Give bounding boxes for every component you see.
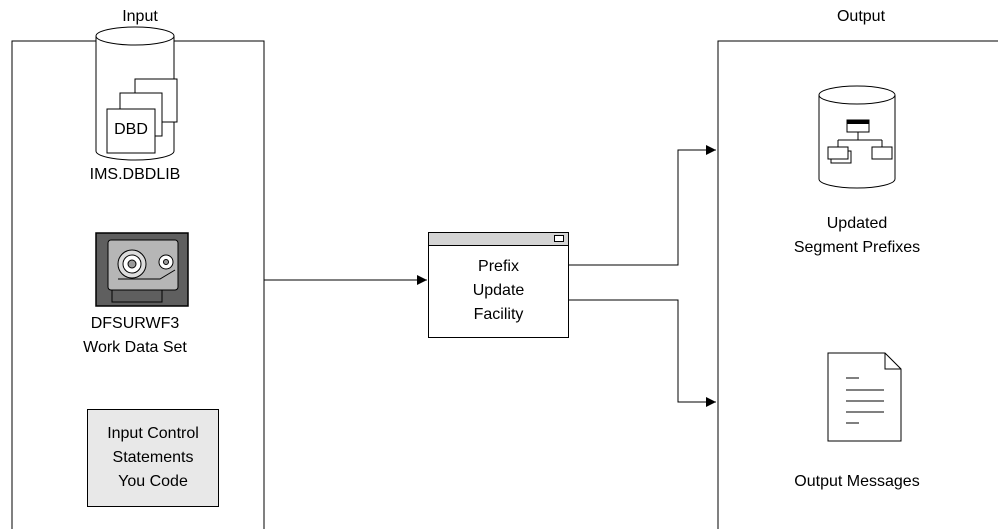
work-dataset-label-line-2: Work Data Set <box>83 339 187 356</box>
output-panel <box>717 40 998 529</box>
control-line-3: You Code <box>118 473 188 490</box>
messages-label: Output Messages <box>794 473 920 490</box>
control-line-1: Input Control <box>107 425 199 442</box>
input-title: Input <box>122 8 158 25</box>
output-title: Output <box>836 8 886 25</box>
process-line-1: Prefix <box>478 258 519 275</box>
control-statements-box: Input Control Statements You Code <box>87 409 219 507</box>
prefix-update-window: Prefix Update Facility <box>428 232 569 338</box>
dbd-sheet-text: DBD <box>114 121 148 138</box>
work-tape-icon <box>95 232 189 307</box>
dbdlib-label: IMS.DBDLIB <box>89 166 181 183</box>
process-line-3: Facility <box>473 306 524 323</box>
messages-document-icon <box>827 352 902 442</box>
process-line-2: Update <box>472 282 525 299</box>
control-line-2: Statements <box>112 449 194 466</box>
segment-label-line-1: Updated <box>826 215 888 232</box>
work-dataset-label-line-1: DFSURWF3 <box>90 315 180 332</box>
process-label: Prefix Update Facility <box>429 255 568 327</box>
dbdlib-cylinder-icon <box>95 26 178 161</box>
process-to-segments-arrow <box>569 145 716 266</box>
segment-label-line-2: Segment Prefixes <box>793 239 921 256</box>
segment-cylinder-icon <box>818 85 896 189</box>
window-title-bar <box>429 233 568 246</box>
window-button-icon <box>554 235 564 242</box>
process-to-messages-arrow <box>569 299 716 407</box>
